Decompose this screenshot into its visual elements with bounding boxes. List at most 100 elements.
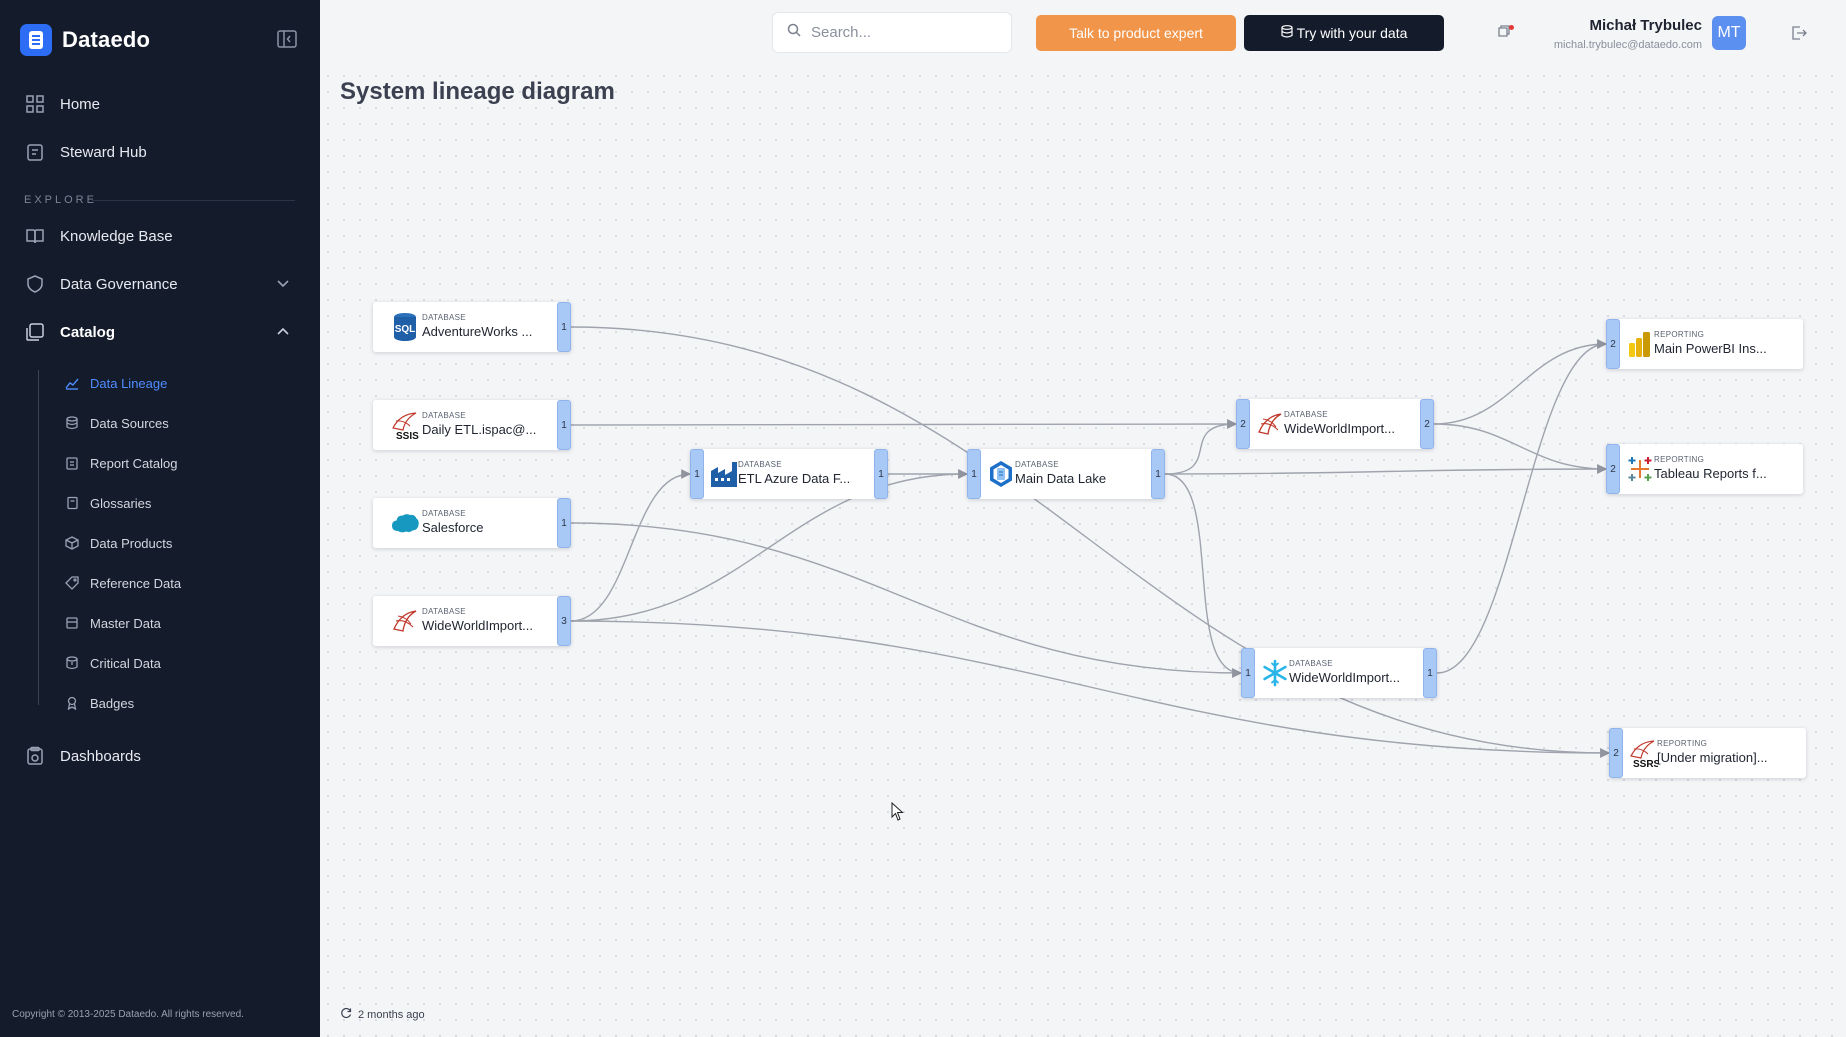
search-icon (787, 23, 801, 42)
chevron-up-icon[interactable] (274, 323, 292, 341)
output-port[interactable]: 1 (557, 400, 571, 450)
chevron-down-icon[interactable] (274, 275, 292, 293)
section-label-explore: EXPLORE (24, 194, 97, 206)
node-type: DATABASE (1284, 410, 1328, 419)
sidebar-item-label: Steward Hub (60, 143, 147, 161)
input-port[interactable]: 2 (1606, 444, 1620, 494)
sidebar-item-label: Home (60, 95, 101, 113)
last-refresh[interactable]: 2 months ago (340, 1007, 425, 1022)
notification-dot (1509, 25, 1514, 30)
output-port[interactable]: 1 (557, 498, 571, 548)
shield-icon (24, 273, 46, 295)
sidebar-subitem-badges[interactable]: Badges (64, 689, 134, 717)
brand[interactable]: Dataedo (20, 24, 150, 56)
grid-icon (24, 93, 46, 115)
sidebar-subitem-reference-data[interactable]: Reference Data (64, 569, 181, 597)
sidebar-item-label: Catalog (60, 323, 116, 341)
output-port[interactable]: 2 (1420, 399, 1434, 449)
output-port[interactable]: 3 (557, 596, 571, 646)
sidebar-item-data-governance[interactable]: Data Governance (24, 267, 178, 301)
input-port[interactable]: 2 (1609, 728, 1623, 778)
avatar[interactable]: MT (1712, 16, 1746, 50)
input-port[interactable]: 2 (1606, 319, 1620, 369)
node-type: DATABASE (1289, 659, 1333, 668)
try-with-your-data-button[interactable]: Try with your data (1244, 15, 1444, 51)
input-port[interactable]: 1 (690, 449, 704, 499)
sql-server-icon (389, 604, 421, 638)
last-refresh-label: 2 months ago (358, 1008, 425, 1021)
sidebar-subitem-data-lineage[interactable]: Data Lineage (64, 369, 167, 397)
dashboard-icon (24, 745, 46, 767)
sidebar-subitem-data-products[interactable]: Data Products (64, 529, 172, 557)
lineage-node-wwi-snow[interactable]: 1 1 DATABASE WideWorldImport... (1241, 648, 1437, 698)
node-name: Salesforce (422, 520, 484, 535)
sidebar-item-home[interactable]: Home (24, 87, 100, 121)
sidebar-subitem-data-sources[interactable]: Data Sources (64, 409, 169, 437)
node-name: WideWorldImport... (422, 618, 534, 633)
lineage-canvas[interactable] (320, 68, 1846, 1037)
node-name: Main PowerBI Ins... (1654, 341, 1767, 356)
sidebar-item-label: Knowledge Base (60, 227, 173, 245)
search-input[interactable] (811, 24, 1001, 41)
output-port[interactable]: 1 (874, 449, 888, 499)
input-port[interactable]: 1 (1241, 648, 1255, 698)
sidebar-item-knowledge-base[interactable]: Knowledge Base (24, 219, 173, 253)
node-type: REPORTING (1657, 739, 1708, 748)
sidebar-item-dashboards[interactable]: Dashboards (24, 739, 141, 773)
search-box[interactable] (772, 12, 1012, 53)
sidebar-item-catalog[interactable]: Catalog (24, 315, 115, 349)
tag-icon (64, 575, 80, 591)
sidebar: Dataedo Home Steward Hub EXPLORE Knowled… (0, 0, 320, 1037)
sidebar-item-steward-hub[interactable]: Steward Hub (24, 135, 147, 169)
output-port[interactable]: 1 (1151, 449, 1165, 499)
dataedo-logo-icon (20, 24, 52, 56)
output-port[interactable]: 1 (557, 302, 571, 352)
sidebar-subitem-critical-data[interactable]: Critical Data (64, 649, 161, 677)
sidebar-subitem-report-catalog[interactable]: Report Catalog (64, 449, 177, 477)
user-email: michal.trybulec@dataedo.com (1553, 39, 1702, 51)
user-name[interactable]: Michał Trybulec (1589, 17, 1702, 34)
lineage-icon (64, 375, 80, 391)
glossary-icon (64, 495, 80, 511)
node-type: DATABASE (1015, 460, 1059, 469)
node-type: DATABASE (422, 313, 466, 322)
node-name: Daily ETL.ispac@... (422, 422, 537, 437)
clipboard-icon (24, 141, 46, 163)
salesforce-icon (389, 506, 421, 540)
sidebar-subitem-master-data[interactable]: Master Data (64, 609, 161, 637)
lineage-node-salesforce[interactable]: 1 DATABASE Salesforce (373, 498, 571, 548)
powerbi-icon (1624, 327, 1656, 361)
brand-name: Dataedo (62, 27, 151, 52)
sidebar-subitem-label: Data Lineage (90, 375, 168, 391)
sidebar-subitem-label: Critical Data (90, 655, 161, 671)
sidebar-subitem-glossaries[interactable]: Glossaries (64, 489, 151, 517)
sidebar-item-label: Data Governance (60, 275, 178, 293)
node-name: WideWorldImport... (1284, 421, 1396, 436)
logout-icon[interactable] (1791, 25, 1807, 41)
node-type: DATABASE (422, 509, 466, 518)
database-icon (64, 415, 80, 431)
copyright: Copyright © 2013-2025 Dataedo. All right… (12, 1009, 244, 1020)
svg-text:SSIS: SSIS (396, 431, 419, 440)
node-type: DATABASE (422, 411, 466, 420)
badge-icon (64, 695, 80, 711)
input-port[interactable]: 1 (967, 449, 981, 499)
tree-line (38, 370, 39, 705)
page-title: System lineage diagram (340, 78, 615, 105)
collapse-sidebar-icon[interactable] (277, 30, 299, 50)
node-name: WideWorldImport... (1289, 670, 1401, 685)
talk-to-expert-button[interactable]: Talk to product expert (1036, 15, 1236, 51)
input-port[interactable]: 2 (1236, 399, 1250, 449)
lineage-node-wwi-mid[interactable]: 2 2 DATABASE WideWorldImport... (1236, 399, 1434, 449)
ssis-icon: SSIS (389, 408, 421, 442)
node-name: ETL Azure Data F... (738, 471, 851, 486)
output-port[interactable]: 1 (1423, 648, 1437, 698)
